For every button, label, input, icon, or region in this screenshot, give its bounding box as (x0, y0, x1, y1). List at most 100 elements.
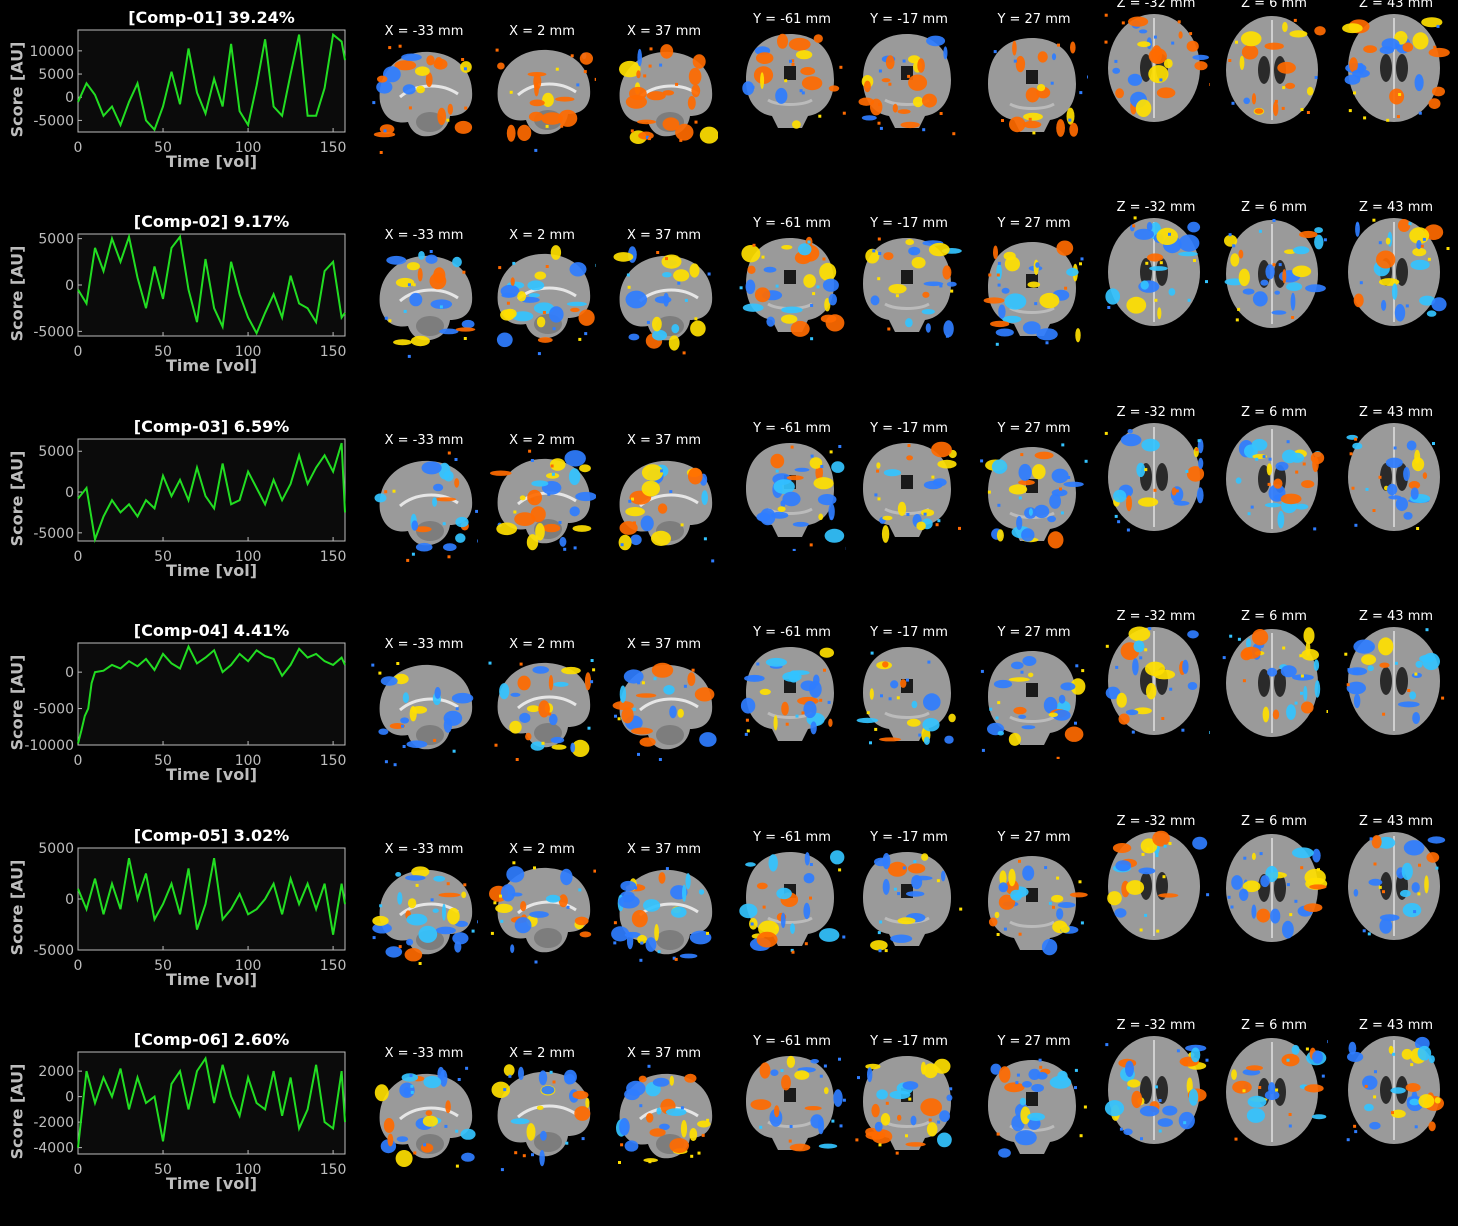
activation-map (1220, 1036, 1328, 1148)
activation-map (610, 860, 718, 972)
slice-coordinate-label: Y = -17 mm (853, 830, 965, 848)
slice-coordinate-label: Y = -61 mm (736, 830, 848, 848)
slice-coordinate-label: Y = 27 mm (978, 830, 1090, 848)
activation-map (1220, 218, 1328, 330)
activation-map (1102, 421, 1210, 533)
y-axis-label: Score [AU] (8, 1062, 27, 1162)
x-axis-label: Time [vol] (78, 152, 345, 171)
brain-slice: X = 37 mm (608, 24, 720, 154)
y-axis-label: Score [AU] (8, 857, 27, 957)
activation-map (738, 1052, 846, 1164)
brain-slice: X = 37 mm (608, 228, 720, 358)
brain-slice: Z = 6 mm (1218, 609, 1330, 739)
slice-coordinate-label: X = 37 mm (608, 1046, 720, 1064)
brain-slice: X = 37 mm (608, 637, 720, 767)
activation-map (980, 443, 1088, 555)
slice-coordinate-label: X = -33 mm (368, 433, 480, 451)
activation-map (488, 449, 596, 561)
activation-map (980, 647, 1088, 759)
brain-slice: Y = -17 mm (853, 625, 965, 755)
slice-coordinate-label: X = 37 mm (608, 24, 720, 42)
brain-slice: Y = -17 mm (853, 12, 965, 142)
slice-coordinate-label: X = -33 mm (368, 228, 480, 246)
activation-map (488, 858, 596, 970)
y-tick-label: -5000 (33, 702, 74, 718)
slice-coordinate-label: X = -33 mm (368, 1046, 480, 1064)
brain-slice: Z = -32 mm (1100, 814, 1212, 942)
brain-slice: X = -33 mm (368, 842, 480, 972)
slice-coordinate-label: Y = 27 mm (978, 625, 1090, 643)
slice-coordinate-label: X = 37 mm (608, 637, 720, 655)
activation-map (1220, 832, 1328, 944)
slice-coordinate-label: X = 37 mm (608, 433, 720, 451)
activation-map (855, 1052, 963, 1164)
y-tick-label: 0 (65, 485, 74, 501)
activation-map (370, 1064, 478, 1176)
y-axis-label: Score [AU] (8, 448, 27, 548)
activation-map (738, 30, 846, 142)
activation-map (1342, 1034, 1450, 1146)
brain-slice: X = 2 mm (486, 842, 598, 970)
activation-map (610, 451, 718, 563)
activation-map (610, 1064, 718, 1176)
activation-map (738, 643, 846, 755)
brain-slice: Z = 43 mm (1340, 609, 1452, 737)
slice-coordinate-label: X = -33 mm (368, 637, 480, 655)
brain-slice: X = -33 mm (368, 433, 480, 563)
x-axis-label: Time [vol] (78, 1174, 345, 1193)
activation-map (855, 234, 963, 346)
x-axis-label: Time [vol] (78, 561, 345, 580)
y-tick-label: 5000 (38, 67, 74, 83)
activation-map (370, 451, 478, 563)
slice-coordinate-label: Y = 27 mm (978, 421, 1090, 439)
brain-slice: X = 2 mm (486, 637, 598, 765)
slice-coordinate-label: Y = -61 mm (736, 625, 848, 643)
brain-slice: X = -33 mm (368, 637, 480, 767)
slice-coordinate-label: Y = -17 mm (853, 625, 965, 643)
activation-map (370, 655, 478, 767)
slice-coordinate-label: Z = 6 mm (1218, 1018, 1330, 1036)
activation-map (488, 40, 596, 152)
brain-slice: Z = -32 mm (1100, 405, 1212, 533)
slice-coordinate-label: X = 37 mm (608, 842, 720, 860)
brain-slice: X = 2 mm (486, 24, 598, 152)
slice-coordinate-label: Y = 27 mm (978, 216, 1090, 234)
activation-map (980, 1056, 1088, 1168)
activation-map (855, 848, 963, 960)
y-tick-label: -5000 (33, 526, 74, 542)
brain-slice: X = 37 mm (608, 433, 720, 563)
activation-map (855, 643, 963, 755)
brain-slice: Y = -61 mm (736, 12, 848, 142)
y-tick-label: 5000 (38, 444, 74, 460)
brain-slice: Y = 27 mm (978, 1034, 1090, 1168)
activation-map (370, 860, 478, 972)
activation-map (1342, 830, 1450, 942)
brain-slice: Y = -61 mm (736, 1034, 848, 1164)
brain-slice: Z = -32 mm (1100, 609, 1212, 737)
slice-coordinate-label: Y = -17 mm (853, 216, 965, 234)
brain-slice: Y = 27 mm (978, 625, 1090, 759)
x-axis-label: Time [vol] (78, 356, 345, 375)
slice-coordinate-label: X = 37 mm (608, 228, 720, 246)
activation-map (738, 234, 846, 346)
brain-slice: Z = 43 mm (1340, 0, 1452, 124)
activation-map (855, 30, 963, 142)
y-tick-label: 0 (65, 665, 74, 681)
brain-slice: Y = -17 mm (853, 1034, 965, 1164)
slice-coordinate-label: Y = -17 mm (853, 12, 965, 30)
slice-coordinate-label: Z = 6 mm (1218, 814, 1330, 832)
activation-map (488, 244, 596, 356)
brain-slice: Z = 6 mm (1218, 814, 1330, 944)
y-tick-label: -2000 (33, 1115, 74, 1131)
brain-slice: Z = 6 mm (1218, 1018, 1330, 1148)
